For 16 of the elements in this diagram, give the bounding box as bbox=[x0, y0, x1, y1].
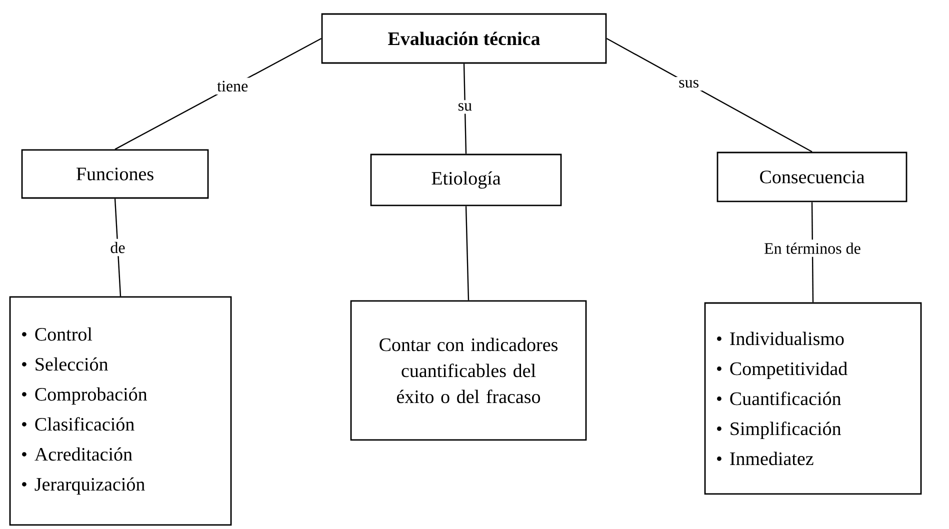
edge-label: su bbox=[454, 100, 476, 114]
concept-box: Funciones bbox=[21, 149, 209, 199]
bullet-list-box: Control Selección Comprobación Clasificación Acreditación Jerarquización bbox=[9, 296, 232, 526]
concept-box: Consecuencia bbox=[716, 152, 908, 202]
title-box: Evaluación técnica bbox=[321, 13, 607, 64]
connector-line bbox=[465, 206, 470, 300]
concept-box: Etiología bbox=[370, 154, 562, 206]
text-box: Contar con indicadores cuantificables del éxito o del fracaso bbox=[350, 300, 587, 441]
edge-label: En términos de bbox=[761, 240, 864, 257]
connector-line bbox=[463, 64, 467, 154]
edge-label: de bbox=[107, 238, 128, 256]
edge-label: tiene bbox=[214, 78, 252, 94]
bullet-list-box: Individualismo Competitividad Cuantificación Simplificación Inmediatez bbox=[704, 302, 922, 495]
connector-line bbox=[114, 198, 122, 296]
connector-line bbox=[606, 38, 812, 152]
edge-label: sus bbox=[676, 76, 702, 91]
